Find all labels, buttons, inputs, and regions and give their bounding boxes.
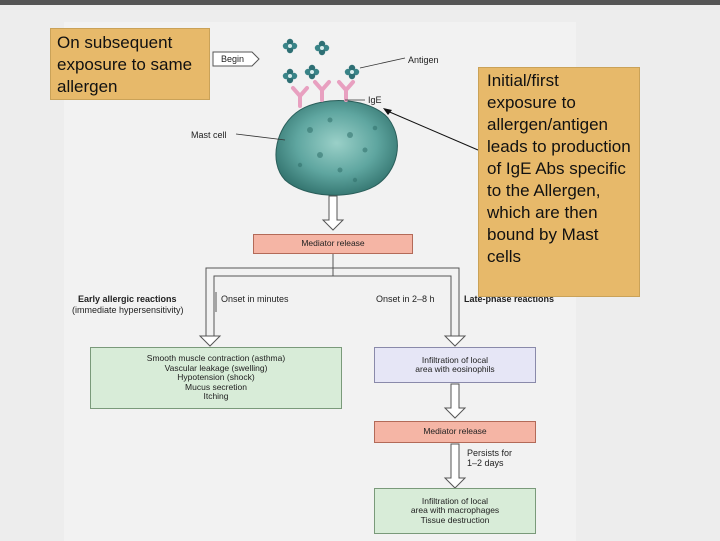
- mediator-release-late-label: Mediator release: [423, 426, 487, 437]
- callout-initial-exposure: Initial/first exposure to allergen/antig…: [478, 67, 640, 297]
- persists-line2: 1–2 days: [467, 458, 504, 468]
- eosinophil-line2: area with eosinophils: [415, 364, 495, 374]
- effect-swelling: Vascular leakage (swelling): [164, 362, 268, 373]
- mediator-release-box: Mediator release: [253, 234, 413, 254]
- late-phase-title: Late-phase reactions: [464, 294, 555, 304]
- eosinophil-line1: Infiltration of local: [421, 354, 489, 365]
- persists-line1: Persists for: [467, 448, 513, 458]
- mast-cell-label: Mast cell: [191, 130, 227, 140]
- effect-shock: Hypotension (shock): [177, 372, 255, 383]
- top-bar: [0, 0, 720, 5]
- onset-minutes-label: Onset in minutes: [221, 294, 289, 304]
- early-reactions-title: Early allergic reactions: [78, 294, 177, 304]
- ige-label: IgE: [368, 95, 382, 105]
- callout-subsequent-exposure: On subsequent exposure to same allergen: [50, 28, 210, 100]
- mediator-release-late-box: Mediator release: [374, 421, 536, 443]
- antigen-label: Antigen: [408, 55, 439, 65]
- early-reactions-subtitle: (immediate hypersensitivity): [72, 305, 184, 315]
- macrophage-line1: Infiltration of local: [421, 495, 489, 506]
- effect-mucus: Mucus secretion: [185, 381, 247, 392]
- early-effects-box: Smooth muscle contraction (asthma) Vascu…: [90, 347, 342, 409]
- macrophage-box: Infiltration of local area with macropha…: [374, 488, 536, 534]
- onset-hours-label: Onset in 2–8 h: [376, 294, 435, 304]
- macrophage-line2: area with macrophages: [410, 505, 500, 516]
- begin-label: Begin: [221, 54, 245, 64]
- eosinophil-box: Infiltration of local area with eosinoph…: [374, 347, 536, 383]
- begin-tag: [212, 51, 260, 67]
- effect-asthma: Smooth muscle contraction (asthma): [146, 353, 286, 364]
- effect-itching: Itching: [203, 391, 229, 402]
- mediator-release-label: Mediator release: [301, 238, 365, 249]
- macrophage-line3: Tissue destruction: [420, 514, 490, 525]
